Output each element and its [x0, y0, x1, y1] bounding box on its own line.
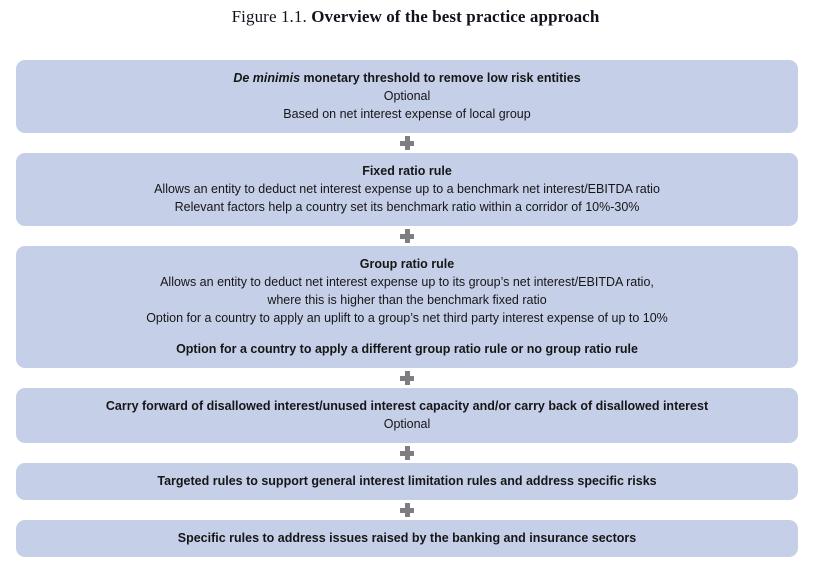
node-line: Based on net interest expense of local g… [283, 107, 531, 121]
node-line: where this is higher than the benchmark … [267, 293, 547, 307]
plus-icon [400, 371, 414, 385]
node-line: Allows an entity to deduct net interest … [160, 275, 654, 289]
connector-plus-5 [16, 500, 798, 520]
node-line: Allows an entity to deduct net interest … [154, 182, 660, 196]
node-heading: Specific rules to address issues raised … [177, 531, 637, 545]
flow-node-specific-rules: Specific rules to address issues raised … [16, 520, 798, 557]
connector-plus-4 [16, 443, 798, 463]
node-line: Optional [383, 417, 431, 431]
flow-node-carry-forward: Carry forward of disallowed interest/unu… [16, 388, 798, 443]
node-line: Relevant factors help a country set its … [174, 200, 640, 214]
figure-number: Figure 1.1. [231, 7, 307, 26]
flow-node-targeted-rules: Targeted rules to support general intere… [16, 463, 798, 500]
flowchart: De minimis monetary threshold to remove … [16, 60, 798, 557]
node-heading: Fixed ratio rule [362, 164, 452, 178]
connector-plus-2 [16, 226, 798, 246]
node-line: Optional [383, 89, 431, 103]
plus-icon [400, 136, 414, 150]
node-line: Option for a country to apply an uplift … [146, 311, 668, 325]
figure-title: Figure 1.1. Overview of the best practic… [0, 0, 831, 27]
flow-node-group-ratio-rule: Group ratio rule Allows an entity to ded… [16, 246, 798, 368]
plus-icon [400, 446, 414, 460]
node-heading: De minimis monetary threshold to remove … [30, 69, 784, 87]
node-heading-rest: monetary threshold to remove low risk en… [300, 71, 581, 85]
node-heading: Group ratio rule [359, 257, 455, 271]
node-line-option: Option for a country to apply a differen… [176, 342, 638, 356]
node-heading: Targeted rules to support general intere… [157, 474, 657, 488]
figure-title-text: Overview of the best practice approach [311, 7, 600, 26]
node-line-spacer [30, 327, 784, 340]
flow-node-fixed-ratio-rule: Fixed ratio rule Allows an entity to ded… [16, 153, 798, 226]
node-heading-emphasis: De minimis [233, 71, 301, 85]
plus-icon [400, 229, 414, 243]
connector-plus-1 [16, 133, 798, 153]
plus-icon [400, 503, 414, 517]
flow-node-de-minimis: De minimis monetary threshold to remove … [16, 60, 798, 133]
connector-plus-3 [16, 368, 798, 388]
node-heading: Carry forward of disallowed interest/unu… [105, 399, 709, 413]
